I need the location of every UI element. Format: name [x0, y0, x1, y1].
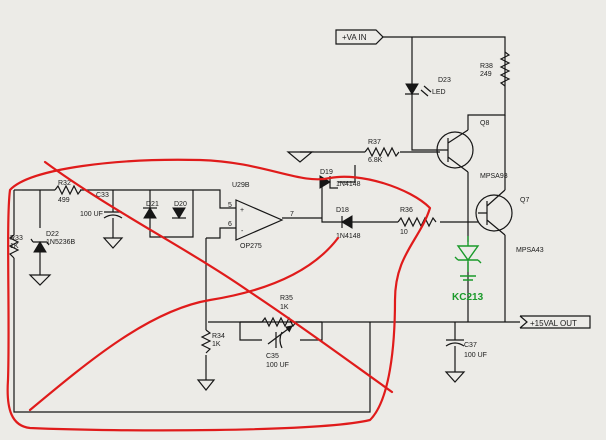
port-out-label: +15VAL OUT: [530, 319, 577, 328]
svg-text:249: 249: [480, 71, 492, 78]
green-zener-markup: KC213: [452, 236, 484, 303]
diode-d20: D20: [172, 201, 187, 219]
port-va-in: +VA IN: [335, 29, 384, 45]
zener-d22: D22 1N5236B: [30, 231, 76, 253]
svg-text:5: 5: [228, 202, 232, 209]
svg-text:1N4148: 1N4148: [336, 233, 361, 240]
svg-text:100 UF: 100 UF: [266, 362, 289, 369]
svg-text:1K: 1K: [280, 304, 289, 311]
svg-text:MPSA43: MPSA43: [516, 247, 544, 254]
svg-text:1N5236B: 1N5236B: [46, 239, 76, 246]
svg-text:R37: R37: [368, 139, 381, 146]
red-hand-markup: [6, 158, 432, 432]
resistor-r34: R34 1K: [200, 329, 225, 354]
svg-text:7: 7: [290, 211, 294, 218]
svg-text:10: 10: [400, 229, 408, 236]
green-zener-label: KC213: [452, 292, 484, 303]
port-va-in-label: +VA IN: [342, 33, 367, 42]
svg-text:100 UF: 100 UF: [464, 352, 487, 359]
svg-text:Q7: Q7: [520, 197, 529, 204]
svg-text:499: 499: [58, 197, 70, 204]
svg-text:D19: D19: [320, 169, 333, 176]
opamp-u29b: + - 5 6 7 U29B OP275: [228, 182, 294, 250]
svg-text:D22: D22: [46, 231, 59, 238]
diode-d21: D21: [143, 201, 159, 219]
svg-text:LED: LED: [432, 89, 446, 96]
resistor-r36: R36 10: [397, 207, 437, 236]
capacitor-c35: C35 100 UF: [266, 325, 293, 369]
svg-text:MPSA93: MPSA93: [480, 173, 508, 180]
svg-text:R32: R32: [58, 180, 71, 187]
svg-text:D23: D23: [438, 77, 451, 84]
resistor-r33: R33 1K: [8, 234, 23, 259]
svg-text:1K: 1K: [10, 243, 19, 250]
capacitor-c37: C37 100 UF: [445, 339, 487, 372]
svg-text:R33: R33: [10, 235, 23, 242]
transistor-q8: Q8 MPSA93: [436, 120, 508, 180]
resistor-r37: R37 6.8K: [364, 139, 400, 164]
svg-text:1K: 1K: [212, 341, 221, 348]
svg-text:6: 6: [228, 221, 232, 228]
svg-text:C35: C35: [266, 353, 279, 360]
svg-text:R35: R35: [280, 295, 293, 302]
svg-text:6.8K: 6.8K: [368, 157, 383, 164]
svg-text:U29B: U29B: [232, 182, 250, 189]
svg-text:D21: D21: [146, 201, 159, 208]
svg-text:D20: D20: [174, 201, 187, 208]
svg-text:R36: R36: [400, 207, 413, 214]
led-d23: D23 LED: [405, 77, 451, 105]
svg-text:1N4148: 1N4148: [336, 181, 361, 188]
transistor-q7: Q7 MPSA43: [475, 189, 544, 254]
svg-text:R38: R38: [480, 63, 493, 70]
resistor-r35: R35 1K: [240, 295, 322, 328]
svg-text:C37: C37: [464, 342, 477, 349]
svg-text:100 UF: 100 UF: [80, 211, 103, 218]
diode-d18: D18 1N4148: [336, 207, 361, 240]
svg-text:OP275: OP275: [240, 243, 262, 250]
resistor-r32: R32 499: [54, 180, 82, 204]
svg-text:C33: C33: [96, 192, 109, 199]
svg-text:D18: D18: [336, 207, 349, 214]
port-15val-out: +15VAL OUT: [519, 315, 591, 329]
svg-text:R34: R34: [212, 333, 225, 340]
svg-text:Q8: Q8: [480, 120, 489, 127]
resistor-r38: R38 249: [480, 51, 511, 87]
ground-symbols: [28, 151, 466, 391]
svg-text:+: +: [240, 207, 244, 214]
svg-text:-: -: [241, 228, 244, 235]
